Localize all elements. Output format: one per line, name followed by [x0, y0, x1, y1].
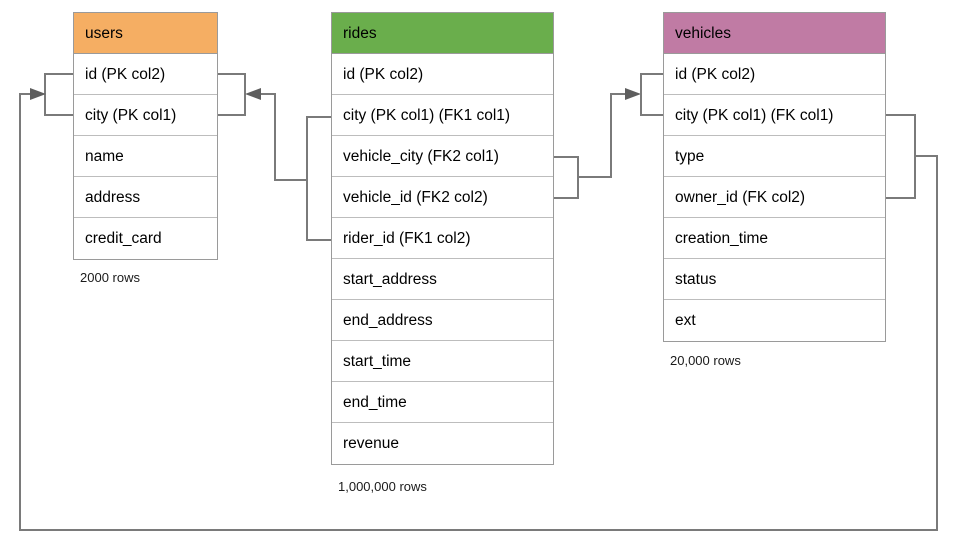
table-vehicles-field-ext[interactable]: ext — [675, 312, 696, 329]
table-vehicles-field-city[interactable]: city (PK col1) (FK col1) — [664, 95, 885, 136]
rides-right-bracket — [553, 156, 579, 199]
table-users-header: users — [74, 13, 217, 54]
vehicles-left-bracket — [640, 73, 664, 116]
table-rides-field-id[interactable]: id (PK col2) — [332, 54, 553, 95]
table-rides-field-end-address[interactable]: end_address — [332, 300, 553, 341]
table-users-field-name[interactable]: name — [74, 136, 217, 177]
table-users-field-id[interactable]: id (PK col2) — [74, 54, 217, 95]
table-vehicles-field-owner-id[interactable]: owner_id (FK col2) — [664, 177, 885, 218]
table-rides-field-end-time[interactable]: end_time — [332, 382, 553, 423]
rides-fk1-to-users-arrowhead — [245, 88, 261, 100]
table-rides-field-start-time[interactable]: start_time — [332, 341, 553, 382]
rides-left-bracket — [306, 116, 332, 241]
users-right-bracket — [217, 73, 246, 116]
vehicles-right-bracket — [885, 114, 916, 199]
table-users-row-count: 2000 rows — [80, 270, 140, 285]
table-vehicles-field-creation-time[interactable]: creation_time — [664, 218, 885, 259]
table-users-field-address[interactable]: address — [74, 177, 217, 218]
table-rides-row-count: 1,000,000 rows — [338, 479, 427, 494]
rides-fk2-to-vehicles-line — [577, 93, 628, 178]
table-vehicles-field-status[interactable]: status — [664, 259, 885, 300]
table-vehicles[interactable]: vehicles id (PK col2) city (PK col1) (FK… — [663, 12, 886, 342]
table-rides-field-vehicle-city[interactable]: vehicle_city (FK2 col1) — [332, 136, 553, 177]
table-rides[interactable]: rides id (PK col2) city (PK col1) (FK1 c… — [331, 12, 554, 465]
table-vehicles-field-id[interactable]: id (PK col2) — [664, 54, 885, 95]
table-users[interactable]: users id (PK col2) city (PK col1) name a… — [73, 12, 218, 260]
table-rides-field-revenue[interactable]: revenue — [343, 435, 400, 452]
vehicles-fk-to-users-arrowhead — [30, 88, 46, 100]
table-rides-field-rider-id[interactable]: rider_id (FK1 col2) — [332, 218, 553, 259]
table-vehicles-header: vehicles — [664, 13, 885, 54]
table-rides-field-vehicle-id[interactable]: vehicle_id (FK2 col2) — [332, 177, 553, 218]
rides-fk1-to-users-line — [257, 93, 308, 181]
table-users-field-credit-card[interactable]: credit_card — [85, 230, 162, 247]
table-vehicles-row-count: 20,000 rows — [670, 353, 741, 368]
rides-fk2-to-vehicles-arrowhead — [625, 88, 641, 100]
table-rides-field-city[interactable]: city (PK col1) (FK1 col1) — [332, 95, 553, 136]
users-left-bracket — [44, 73, 74, 116]
table-rides-field-start-address[interactable]: start_address — [332, 259, 553, 300]
table-users-field-city[interactable]: city (PK col1) — [74, 95, 217, 136]
table-rides-header: rides — [332, 13, 553, 54]
table-vehicles-field-type[interactable]: type — [664, 136, 885, 177]
